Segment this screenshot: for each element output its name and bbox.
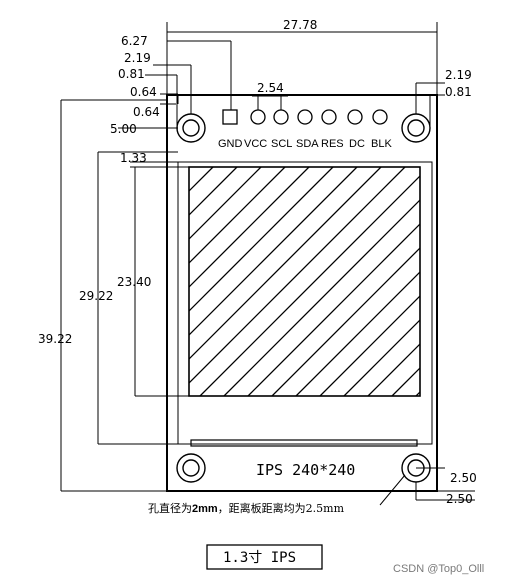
- dim-left-offset-a: 0.64: [130, 85, 157, 99]
- hole-note: 孔直径为2mm，距离板距离均为2.5mm: [148, 501, 345, 515]
- hatch-line: [440, 167, 525, 396]
- hatch-line: [189, 167, 406, 384]
- pin-label-vcc: VCC: [244, 138, 267, 150]
- mount-hole-top-left: [176, 113, 206, 143]
- flex-connector: [190, 439, 418, 447]
- pin-label-scl: SCL: [271, 138, 292, 150]
- hatch-line: [319, 295, 420, 396]
- hatch-line: [199, 175, 420, 396]
- hatch-line: [189, 167, 214, 192]
- pin-pad-vcc: [250, 109, 266, 125]
- hatch-line: [391, 367, 420, 396]
- dim-top-to-screen: 5.00: [110, 122, 137, 136]
- hatch-line: [223, 199, 420, 396]
- dim-total-width: 27.78: [283, 18, 317, 32]
- pin-pad-blk: [372, 109, 388, 125]
- pin-pad-scl: [273, 109, 289, 125]
- dim-right-hole-edge: 0.81: [445, 85, 472, 99]
- dim-pin-pitch: 2.54: [257, 81, 284, 95]
- pcb-outline: [166, 94, 438, 492]
- dim-bottom-hole-y: 2.50: [446, 492, 473, 506]
- title-box: [206, 544, 323, 570]
- hatch-line: [367, 343, 420, 396]
- panel-label: IPS 240*240: [256, 461, 355, 479]
- dim-left-hole-edge: 0.81: [118, 67, 145, 81]
- dim-right-hole-offset: 2.19: [445, 68, 472, 82]
- hatch-line: [189, 167, 358, 336]
- dim-left-offset-b: 0.64: [133, 105, 160, 119]
- dimension-lines: [60, 22, 475, 506]
- pin-pad-res: [321, 109, 337, 125]
- glass-outline: [177, 161, 433, 445]
- dim-screen-height: 23.40: [117, 275, 151, 289]
- hatch-line: [189, 167, 262, 240]
- hatch-line: [189, 167, 238, 216]
- hatch-line: [247, 223, 420, 396]
- dim-glass-height: 29.22: [79, 289, 113, 303]
- pin-label-blk: BLK: [371, 138, 392, 150]
- pin-label-dc: DC: [349, 138, 365, 150]
- dim-pin1-offset: 6.27: [121, 34, 148, 48]
- hatch-line: [271, 247, 420, 396]
- hatch-line: [189, 167, 310, 288]
- hatch-line: [189, 167, 190, 168]
- dim-total-height: 39.22: [38, 332, 72, 346]
- mount-hole-top-right: [401, 113, 431, 143]
- pin-pad-sda: [297, 109, 313, 125]
- screen-hatching: [189, 167, 525, 396]
- hatch-line: [189, 167, 286, 264]
- screen-area: [188, 166, 421, 397]
- watermark: CSDN @Top0_Olll: [393, 563, 484, 575]
- dim-bottom-hole-x: 2.50: [450, 471, 477, 485]
- pin-label-res: RES: [321, 138, 344, 150]
- mount-hole-bottom-left: [176, 453, 206, 483]
- pin-label-gnd: GND: [218, 138, 243, 150]
- pin-pad-dc: [347, 109, 363, 125]
- hatch-line: [189, 167, 334, 312]
- hatch-line: [295, 271, 420, 396]
- dim-screen-top-gap: 1.33: [120, 151, 147, 165]
- pin-pad-gnd: [222, 109, 238, 125]
- model-title: 1.3寸 IPS: [223, 550, 296, 566]
- hatch-line: [189, 167, 382, 360]
- hatch-line: [343, 319, 420, 396]
- dim-left-hole-offset: 2.19: [124, 51, 151, 65]
- pin-label-sda: SDA: [296, 138, 319, 150]
